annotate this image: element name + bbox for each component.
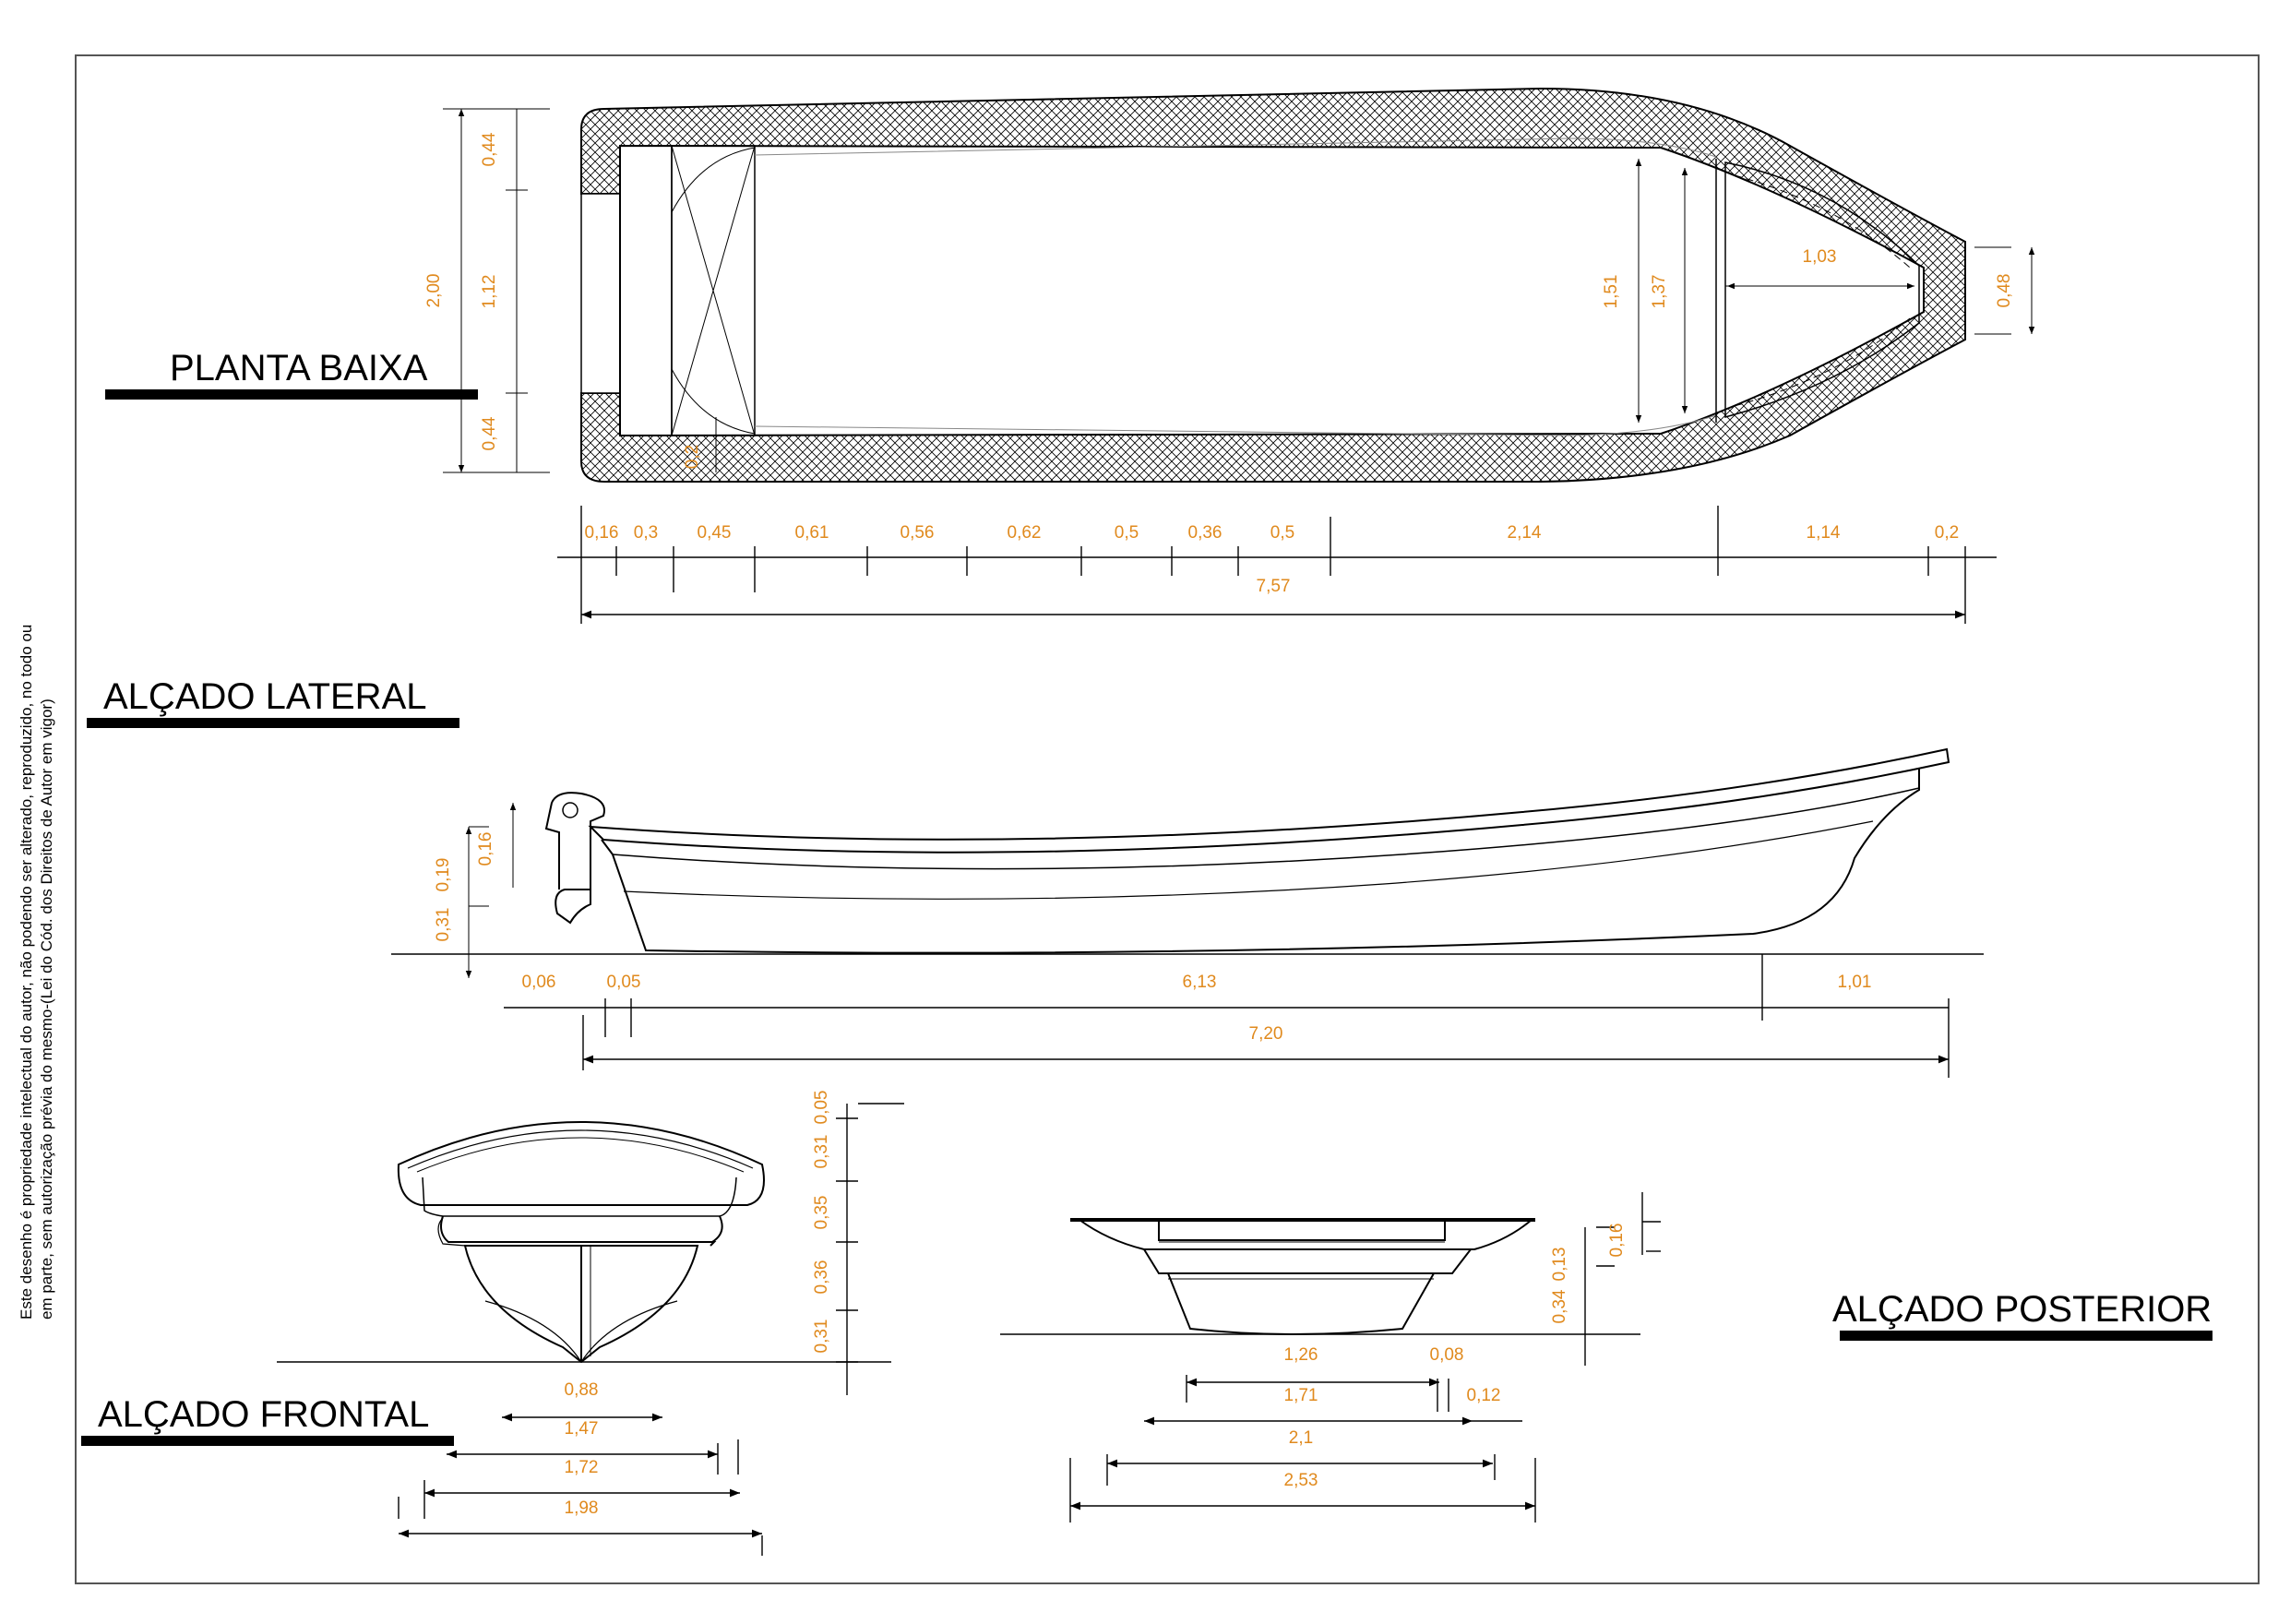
plan-transom-gap	[580, 193, 621, 394]
rear-h2: 0,08	[1430, 1345, 1464, 1365]
front-hull	[440, 1215, 723, 1247]
side-h3: 6,13	[1183, 973, 1217, 992]
rear-hull	[1076, 1219, 1534, 1250]
plan-width-3: 0,44	[480, 416, 499, 450]
side-hull-body	[601, 768, 1920, 954]
plan-len-10: 2,14	[1508, 523, 1542, 543]
plan-len-9: 0,5	[1270, 523, 1294, 543]
plan-bench	[671, 145, 756, 436]
side-view: 0,16 0,19 0,31 0,06 0,05 6,13 1,01 7,20	[391, 747, 1984, 1078]
side-outboard-motor	[544, 792, 605, 925]
title-side: ALÇADO LATERAL	[103, 676, 427, 717]
plan-len-4: 0,61	[795, 523, 829, 543]
plan-len-12: 0,2	[1935, 523, 1959, 543]
rear-view: 0,16 0,13 0,34 1,26 0,08 1,71 0,12 2,1 2…	[1000, 1192, 1661, 1522]
side-h2: 0,05	[607, 973, 641, 992]
side-v3: 0,31	[434, 908, 453, 942]
title-plan-underline	[105, 389, 478, 400]
rear-h3: 1,71	[1284, 1386, 1318, 1405]
front-v3: 0,35	[812, 1196, 831, 1230]
front-gunwale	[397, 1121, 765, 1206]
rear-h1: 1,26	[1284, 1345, 1318, 1365]
side-v2: 0,19	[434, 858, 453, 892]
side-h1: 0,06	[522, 973, 556, 992]
front-h1: 0,88	[565, 1380, 599, 1400]
plan-bow-deck	[1724, 161, 1920, 418]
front-h3: 1,72	[565, 1458, 599, 1477]
copyright-line-2: em parte, sem autorização prévia do mesm…	[38, 699, 55, 1320]
front-v4: 0,36	[812, 1260, 831, 1295]
plan-len-8: 0,36	[1188, 523, 1223, 543]
title-side-underline	[87, 718, 459, 728]
plan-len-5: 0,56	[900, 523, 935, 543]
title-front-underline	[81, 1436, 454, 1446]
plan-bow-tip: 0,48	[1995, 274, 2014, 308]
copyright-line-1: Este desenho é propriedade intelectual d…	[18, 625, 35, 1320]
rear-v3: 0,34	[1550, 1289, 1569, 1323]
plan-width-2: 1,12	[480, 275, 499, 309]
side-hull-outline	[588, 747, 1950, 854]
front-v5: 0,31	[812, 1320, 831, 1354]
plan-total-length: 7,57	[1257, 577, 1291, 596]
plan-hull-hatch	[580, 87, 1966, 483]
title-rear: ALÇADO POSTERIOR	[1832, 1289, 2212, 1330]
plan-small-dim: 0,2	[683, 445, 702, 469]
plan-len-11: 1,14	[1807, 523, 1841, 543]
title-plan: PLANTA BAIXA	[170, 348, 428, 388]
rear-h4: 0,12	[1467, 1386, 1501, 1405]
front-h4: 1,98	[565, 1499, 599, 1518]
rear-v1: 0,16	[1607, 1224, 1627, 1258]
side-v1: 0,16	[476, 832, 495, 866]
title-front: ALÇADO FRONTAL	[98, 1394, 429, 1435]
plan-len-2: 0,3	[634, 523, 658, 543]
plan-len-1: 0,16	[585, 523, 619, 543]
plan-inner-2: 1,37	[1650, 275, 1669, 309]
rear-h5: 2,1	[1289, 1428, 1313, 1448]
copyright-note: Este desenho é propriedade intelectual d…	[18, 625, 55, 1320]
side-total: 7,20	[1249, 1024, 1283, 1044]
side-h4: 1,01	[1838, 973, 1872, 992]
title-rear-underline	[1840, 1331, 2212, 1341]
front-v2: 0,31	[812, 1135, 831, 1169]
plan-len-6: 0,62	[1008, 523, 1042, 543]
front-view: 0,05 0,31 0,35 0,36 0,31 0,88 1,47 1,72 …	[277, 1091, 904, 1556]
sheet-border	[75, 54, 2260, 1584]
plan-bow-width: 1,03	[1803, 247, 1837, 267]
front-h2: 1,47	[565, 1419, 599, 1439]
plan-inner-1: 1,51	[1602, 275, 1621, 309]
rear-h6: 2,53	[1284, 1471, 1318, 1490]
front-v1: 0,05	[812, 1091, 831, 1125]
plan-width-1: 0,44	[480, 132, 499, 166]
rear-v2: 0,13	[1550, 1248, 1569, 1282]
plan-len-3: 0,45	[698, 523, 732, 543]
plan-view: 2,00 0,44 1,12 0,44 1,51 1,37 1,03 0,48 …	[424, 87, 2035, 624]
plan-len-7: 0,5	[1115, 523, 1139, 543]
plan-total-width: 2,00	[424, 274, 444, 308]
